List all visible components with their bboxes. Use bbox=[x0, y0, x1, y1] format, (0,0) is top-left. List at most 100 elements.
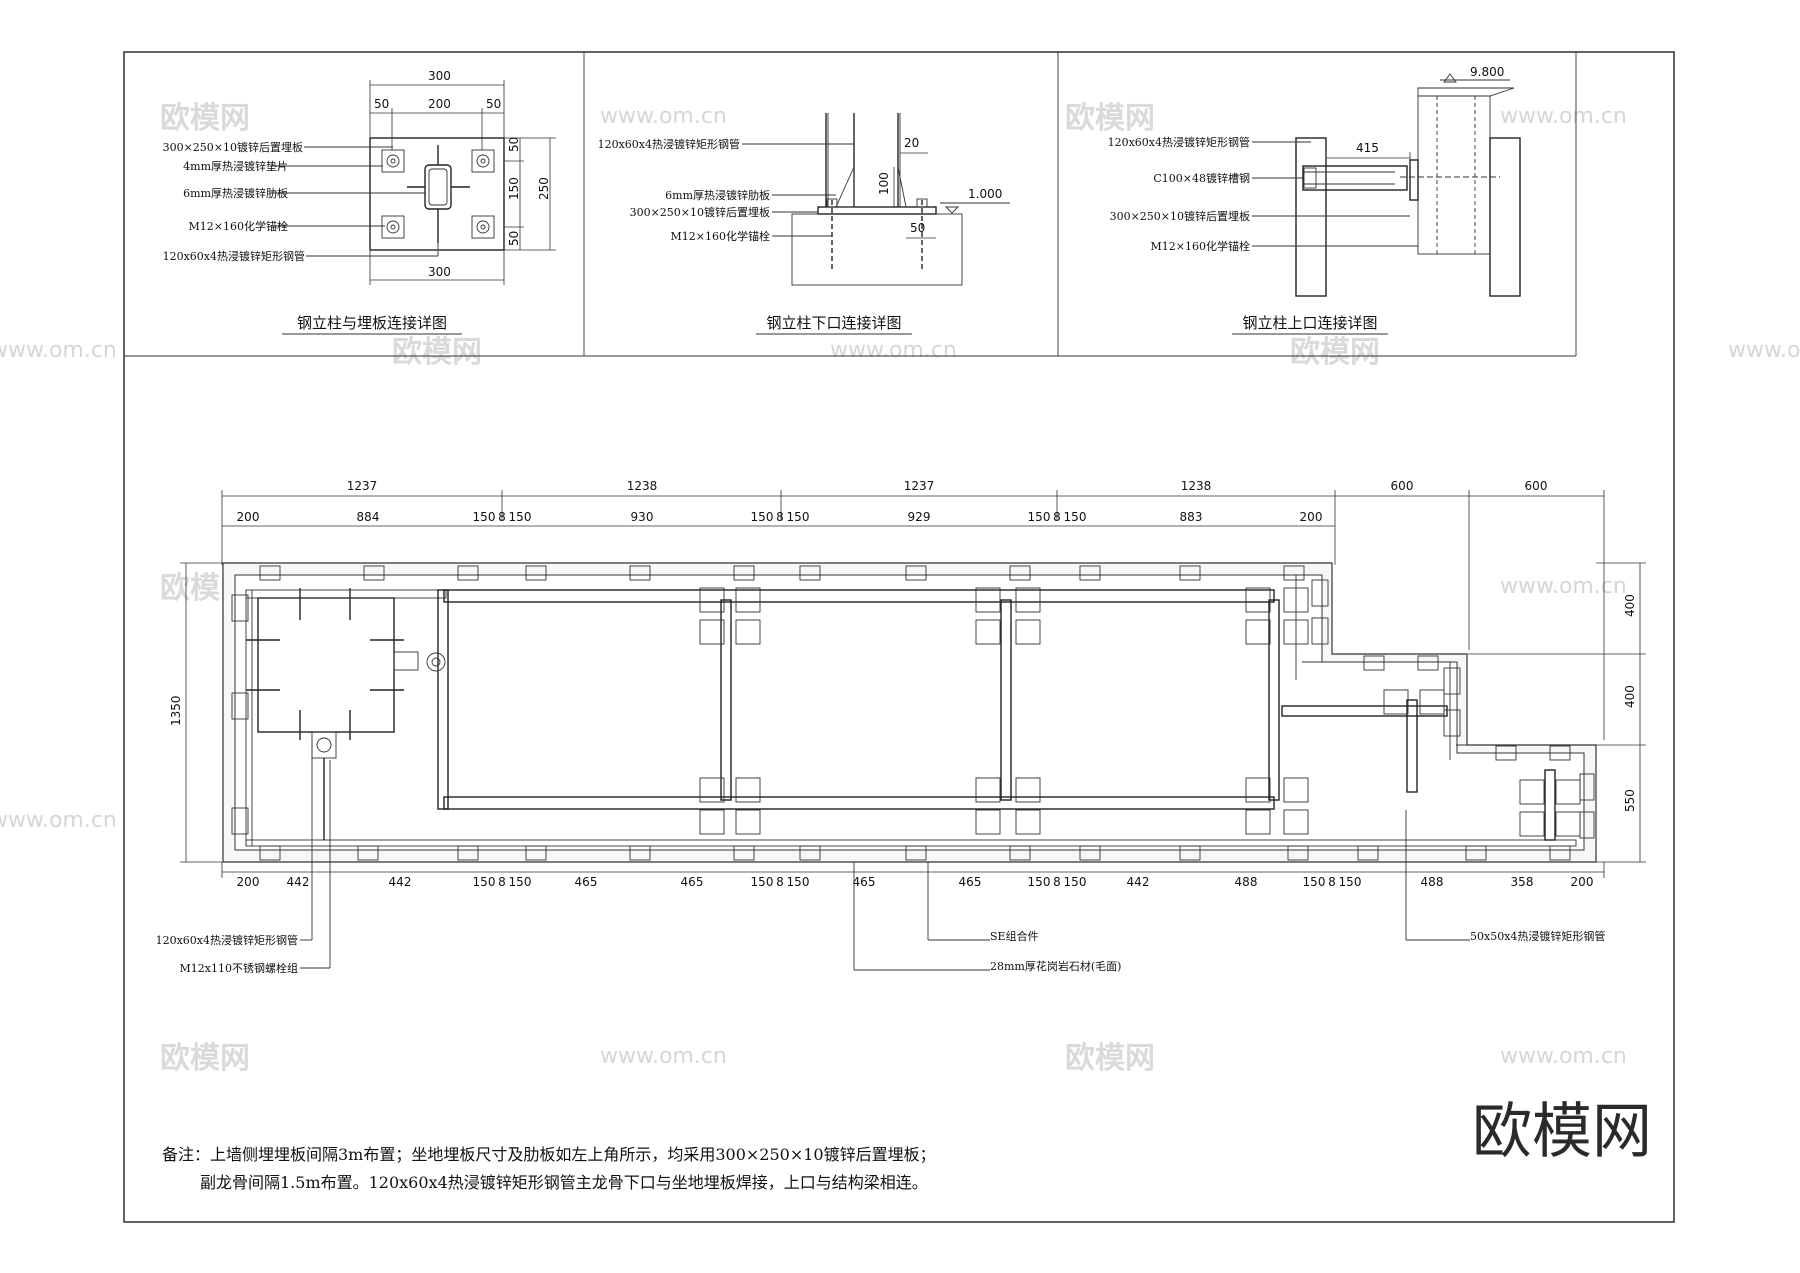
dim: 200 bbox=[237, 510, 260, 524]
dim: 883 bbox=[1180, 510, 1203, 524]
drawing-frame bbox=[123, 51, 1675, 1223]
dim-1237: 1237 bbox=[904, 479, 935, 493]
dim-400: 400 bbox=[1623, 594, 1637, 617]
dims-top-row2: 200 884 150 8 150 930 150 8 150 929 150 … bbox=[222, 510, 1335, 527]
watermark-cn: 欧模网 bbox=[160, 1041, 250, 1076]
dim-1238: 1238 bbox=[1181, 479, 1212, 493]
dim: 8 bbox=[498, 510, 506, 524]
se-clip-row-bottom bbox=[259, 845, 1571, 861]
dims-bottom bbox=[221, 862, 1605, 878]
label-anchor-bolt: M12×160化学锚栓 bbox=[671, 229, 770, 243]
dim-600: 600 bbox=[1525, 479, 1548, 493]
dim: 929 bbox=[908, 510, 931, 524]
dim: 150 bbox=[751, 510, 774, 524]
anchor-bolt bbox=[381, 149, 405, 173]
dim-bottom-label: 8 bbox=[498, 875, 506, 889]
dim-bottom-label: 150 bbox=[787, 875, 810, 889]
dim-100: 100 bbox=[877, 172, 891, 195]
dim-bottom-label: 442 bbox=[287, 875, 310, 889]
dim-150: 150 bbox=[507, 177, 521, 200]
dim-50: 50 bbox=[486, 97, 501, 111]
dim-bottom-label: 442 bbox=[389, 875, 412, 889]
dim-bottom-label: 358 bbox=[1511, 875, 1534, 889]
dim-1237: 1237 bbox=[347, 479, 378, 493]
dim-bottom-label: 465 bbox=[959, 875, 982, 889]
watermark-url: www.om.cn bbox=[600, 104, 727, 129]
elevation-1000: 1.000 bbox=[968, 187, 1002, 201]
watermark-url: www.om.cn bbox=[1728, 338, 1800, 363]
watermark-url: www.om.cn bbox=[600, 1044, 727, 1069]
dim-bottom-label: 200 bbox=[1571, 875, 1594, 889]
anchor-bolt bbox=[381, 215, 405, 239]
dim-bottom-label: 8 bbox=[776, 875, 784, 889]
dim-600: 600 bbox=[1391, 479, 1414, 493]
detail-title: 钢立柱下口连接详图 bbox=[766, 314, 901, 332]
watermark-url: www.om.cn bbox=[1500, 1044, 1627, 1069]
dim: 884 bbox=[357, 510, 380, 524]
brand-logo: 欧模网 bbox=[1472, 1097, 1652, 1167]
dim-bottom-label: 150 bbox=[1064, 875, 1087, 889]
label-steel-tube: 120x60x4热浸镀锌矩形钢管 bbox=[1108, 135, 1250, 149]
watermark-cn: 欧模网 bbox=[160, 101, 250, 136]
dim-550: 550 bbox=[1623, 789, 1637, 812]
label-se-assembly: SE组合件 bbox=[990, 929, 1039, 943]
dim-bottom-label: 465 bbox=[853, 875, 876, 889]
dim: 8 bbox=[776, 510, 784, 524]
dim-bottom-label: 150 bbox=[1303, 875, 1326, 889]
dim-bottom-label: 150 bbox=[1028, 875, 1051, 889]
dim-50: 50 bbox=[507, 231, 521, 246]
dim: 150 bbox=[1064, 510, 1087, 524]
label-embed-plate: 300×250×10镀锌后置埋板 bbox=[630, 205, 770, 219]
embed-plates bbox=[231, 579, 1595, 839]
watermark-cn: 欧模网 bbox=[392, 335, 482, 370]
anchor-bolt bbox=[471, 149, 495, 173]
dim: 150 bbox=[509, 510, 532, 524]
dim-bottom-label: 8 bbox=[1328, 875, 1336, 889]
detail-column-embed-plate: 300 50 200 50 50 150 50 250 300 300×250×… bbox=[163, 69, 556, 335]
dim-415: 415 bbox=[1356, 141, 1379, 155]
dim: 150 bbox=[1028, 510, 1051, 524]
dim-bottom-label: 150 bbox=[1339, 875, 1362, 889]
dim: 150 bbox=[473, 510, 496, 524]
dim-1238: 1238 bbox=[627, 479, 658, 493]
note-line-2: 副龙骨间隔1.5m布置。120x60x4热浸镀锌矩形钢管主龙骨下口与坐地埋板焊接… bbox=[200, 1173, 928, 1192]
label-embed-plate: 300×250×10镀锌后置埋板 bbox=[163, 140, 303, 154]
label-channel-steel: C100×48镀锌槽钢 bbox=[1153, 171, 1250, 185]
note-line-1: 备注：上墙侧埋埋板间隔3m布置；坐地埋板尺寸及肋板如左上角所示，均采用300×2… bbox=[162, 1145, 936, 1164]
dim-bottom-label: 465 bbox=[681, 875, 704, 889]
dim: 8 bbox=[1053, 510, 1061, 524]
detail-column-top: 415 9.800 120x60x4热浸镀锌矩形钢管 C100×48镀锌槽钢 3… bbox=[1108, 65, 1521, 335]
watermark-url: www.om.cn bbox=[830, 338, 957, 363]
notes: 备注：上墙侧埋埋板间隔3m布置；坐地埋板尺寸及肋板如左上角所示，均采用300×2… bbox=[162, 1145, 936, 1192]
plan-view: 1237 1238 1237 1238 600 600 200 884 150 … bbox=[156, 479, 1646, 975]
label-granite: 28mm厚花岗岩石材(毛面) bbox=[990, 959, 1121, 973]
dim-50: 50 bbox=[910, 221, 925, 235]
dim-1350: 1350 bbox=[169, 695, 183, 726]
label-steel-tube: 120x60x4热浸镀锌矩形钢管 bbox=[156, 933, 298, 947]
watermark-url: www.om.cn bbox=[0, 808, 117, 833]
dim-200: 200 bbox=[428, 97, 451, 111]
label-steel-tube: 120x60x4热浸镀锌矩形钢管 bbox=[163, 249, 305, 263]
dim-bottom-label: 150 bbox=[473, 875, 496, 889]
dim-300-bottom: 300 bbox=[428, 265, 451, 279]
dim-bottom-label: 488 bbox=[1421, 875, 1444, 889]
dim-50: 50 bbox=[374, 97, 389, 111]
label-rib-plate: 6mm厚热浸镀锌肋板 bbox=[665, 188, 770, 202]
watermark-cn: 欧模网 bbox=[1065, 1041, 1155, 1076]
label-small-tube: 50x50x4热浸镀锌矩形钢管 bbox=[1470, 929, 1605, 943]
dim: 150 bbox=[787, 510, 810, 524]
dim-50: 50 bbox=[507, 137, 521, 152]
watermark-cn: 欧模网 bbox=[1065, 101, 1155, 136]
dim-250: 250 bbox=[537, 177, 551, 200]
dim-bottom-label: 8 bbox=[1053, 875, 1061, 889]
dim-bottom-label: 442 bbox=[1127, 875, 1150, 889]
label-anchor-bolt: M12×160化学锚栓 bbox=[189, 219, 288, 233]
dim-bottom-label: 465 bbox=[575, 875, 598, 889]
label-rib-plate: 6mm厚热浸镀锌肋板 bbox=[183, 186, 288, 200]
dim-bottom-label: 488 bbox=[1235, 875, 1258, 889]
dim-bottom-label: 150 bbox=[751, 875, 774, 889]
label-steel-tube: 120x60x4热浸镀锌矩形钢管 bbox=[598, 137, 740, 151]
dim-300-top: 300 bbox=[428, 69, 451, 83]
